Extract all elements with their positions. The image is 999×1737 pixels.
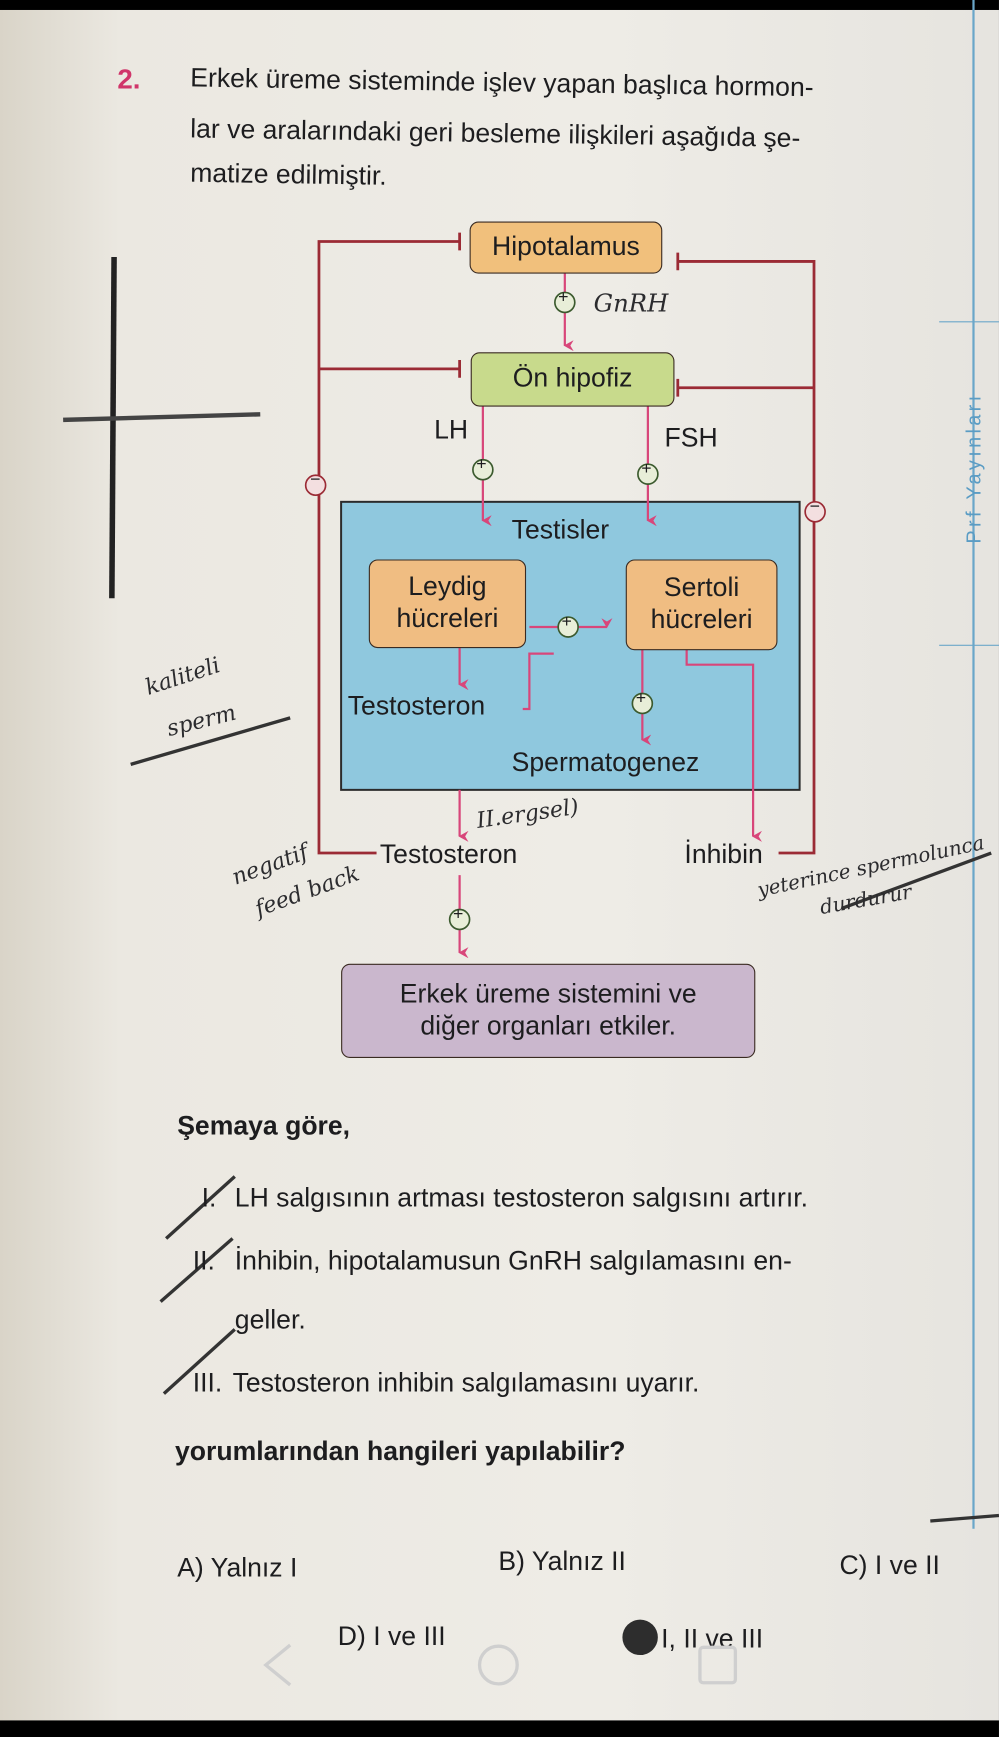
statement-number: II.: [192, 1246, 215, 1277]
leydig-label: Leydig: [408, 571, 487, 602]
sertoli-label: Sertoli: [663, 572, 740, 603]
feedback-lines: [317, 232, 816, 855]
inhibin-label: İnhibin: [684, 839, 763, 870]
anterior-pituitary-box: Ön hipofiz: [470, 352, 675, 407]
statement-text: LH salgısının artması testosteron salgıs…: [234, 1183, 808, 1214]
hypothalamus-box: Hipotalamus: [469, 221, 663, 274]
statement-continuation: geller.: [234, 1304, 306, 1335]
margin-divider: [939, 321, 999, 323]
leydig-label: hücreleri: [396, 603, 499, 634]
statement-number: III.: [192, 1368, 223, 1399]
testosterone-label: Testosteron: [379, 839, 518, 870]
effect-label: diğer organları etkiler.: [420, 1010, 677, 1041]
nav-back-button[interactable]: [255, 1640, 299, 1691]
option-c[interactable]: C) I ve II: [839, 1550, 940, 1581]
selected-answer-mark: [622, 1619, 658, 1656]
spermatogenesis-label: Spermatogenez: [511, 747, 700, 778]
effect-label: Erkek üreme sistemini ve: [399, 978, 697, 1009]
nav-recents-button[interactable]: [696, 1643, 740, 1687]
margin-divider: [939, 644, 999, 646]
question-number: 2.: [117, 64, 141, 96]
statement-text: Testosteron inhibin salgılamasını uyarır…: [232, 1368, 700, 1399]
plus-sign: +: [635, 689, 647, 708]
fsh-label: FSH: [664, 423, 718, 454]
handwritten-gnrh: GnRH: [593, 290, 669, 318]
statement-number: I.: [201, 1183, 217, 1214]
question-end: yorumlarından hangileri yapılabilir?: [174, 1436, 626, 1467]
minus-sign: −: [809, 497, 820, 517]
effect-box: Erkek üreme sistemini ve diğer organları…: [341, 963, 756, 1058]
testes-label: Testisler: [511, 515, 610, 546]
option-a[interactable]: A) Yalnız I: [177, 1553, 298, 1584]
option-d[interactable]: D) I ve III: [337, 1621, 446, 1652]
plus-sign: +: [452, 905, 464, 924]
lh-label: LH: [434, 415, 469, 446]
prompt-text: Şemaya göre,: [177, 1111, 351, 1142]
status-bar: [0, 0, 999, 10]
leydig-cells-box: Leydig hücreleri: [368, 559, 527, 649]
nav-home-button[interactable]: [476, 1643, 520, 1687]
option-b[interactable]: B) Yalnız II: [498, 1546, 626, 1577]
plus-sign: +: [561, 612, 572, 632]
plus-sign: +: [558, 288, 569, 307]
plus-sign: +: [476, 455, 487, 475]
sertoli-cells-box: Sertoli hücreleri: [625, 559, 778, 651]
plus-sign: +: [641, 459, 652, 479]
bottom-bar: [0, 1720, 999, 1737]
minus-sign: −: [310, 470, 321, 490]
handwritten-marks: [130, 716, 999, 1523]
testosterone-inner-label: Testosteron: [347, 691, 486, 722]
statement-text: İnhibin, hipotalamusun GnRH salgılamasın…: [234, 1246, 792, 1277]
sertoli-label: hücreleri: [650, 604, 753, 635]
margin-line: [972, 0, 975, 1529]
handwritten-cross: [109, 256, 117, 599]
